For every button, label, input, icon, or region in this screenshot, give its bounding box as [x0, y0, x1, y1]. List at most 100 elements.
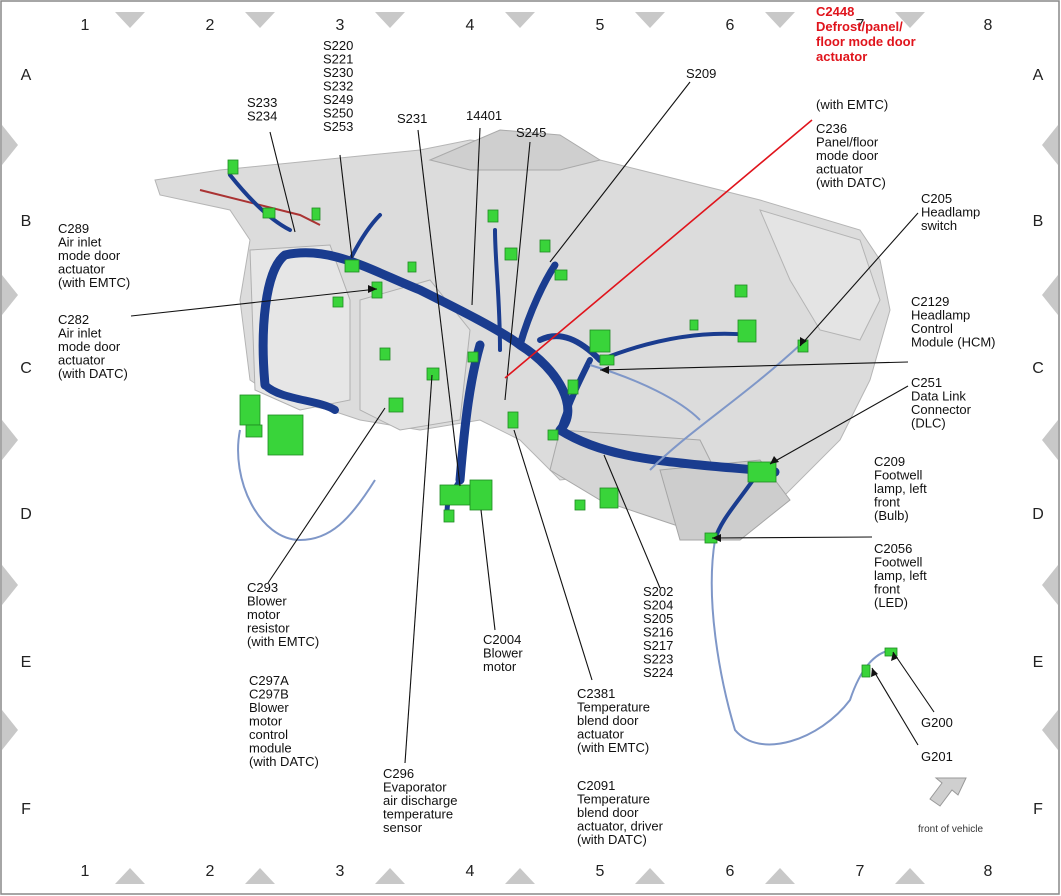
grid-col-5: 5 [596, 17, 605, 34]
grid-col-4: 4 [466, 17, 475, 34]
label-c2448-red-line: C2448 [816, 4, 854, 19]
label-c209-line: (Bulb) [874, 508, 909, 523]
label-c2056-line: front [874, 582, 900, 597]
label-c2056-line: (LED) [874, 595, 908, 610]
label-c282-line: Air inlet [58, 326, 102, 341]
label-s245-line: S245 [516, 125, 546, 140]
label-c2056-line: Footwell [874, 555, 923, 570]
label-c236-line: (with DATC) [816, 175, 886, 190]
label-c289-line: mode door [58, 248, 121, 263]
label-c209-line: front [874, 495, 900, 510]
label-c293-line: Blower [247, 594, 287, 609]
label-c2004-line: C2004 [483, 632, 521, 647]
label-s220-line: S253 [323, 119, 353, 134]
label-s220-line: S232 [323, 79, 353, 94]
label-c282-line: actuator [58, 353, 106, 368]
label-c282-line: mode door [58, 339, 121, 354]
label-c296-line: sensor [383, 820, 423, 835]
label-c293-line: motor [247, 607, 281, 622]
grid-col-3: 3 [336, 17, 345, 34]
grid-col-1: 1 [81, 17, 90, 34]
label-s202-line: S204 [643, 598, 673, 613]
grid-row-A: A [21, 67, 32, 84]
label-c296-line: Evaporator [383, 780, 447, 795]
grid-row-F: F [1033, 801, 1043, 818]
label-c2381-line: Temperature [577, 700, 650, 715]
grid-row-B: B [1033, 213, 1044, 230]
grid-col-3: 3 [336, 863, 345, 880]
grid-markers [2, 12, 1058, 884]
label-c209-line: Footwell [874, 468, 923, 483]
label-s202-line: S202 [643, 584, 673, 599]
label-c205-line: Headlamp [921, 205, 980, 220]
label-c289-line: Air inlet [58, 235, 102, 250]
grid-col-1: 1 [81, 863, 90, 880]
label-c2448-red-line: actuator [816, 49, 867, 64]
red-leader-line [504, 119, 813, 379]
label-s231-line: S231 [397, 111, 427, 126]
label-c205-line: switch [921, 218, 957, 233]
label-c293-line: C293 [247, 580, 278, 595]
label-c2129-line: Control [911, 321, 953, 336]
label-c2004-line: motor [483, 659, 517, 674]
callout-labels: S233S234S220S221S230S232S249S250S253S231… [58, 4, 996, 847]
label-c209-line: lamp, left [874, 481, 927, 496]
label-s220-line: S249 [323, 92, 353, 107]
label-c2091-line: C2091 [577, 778, 615, 793]
label-s202-line: S217 [643, 638, 673, 653]
label-c236-line: C236 [816, 121, 847, 136]
label-c2129-line: Module (HCM) [911, 335, 996, 350]
label-c293-line: (with EMTC) [247, 634, 319, 649]
front-arrow-icon [929, 777, 967, 807]
grid-col-7: 7 [856, 863, 865, 880]
label-s202-line: S205 [643, 611, 673, 626]
label-c296-line: C296 [383, 766, 414, 781]
label-c2056-line: lamp, left [874, 568, 927, 583]
label-c282-line: (with DATC) [58, 366, 128, 381]
grid-row-C: C [20, 360, 32, 377]
label-c251-line: (DLC) [911, 416, 946, 431]
label-c2091-line: actuator, driver [577, 819, 664, 834]
grid-col-2: 2 [206, 863, 215, 880]
grid-row-B: B [21, 213, 32, 230]
label-s202-line: S223 [643, 652, 673, 667]
grid-col-8: 8 [984, 863, 993, 880]
label-s220-line: S220 [323, 38, 353, 53]
label-c2381-line: (with EMTC) [577, 740, 649, 755]
label-c297-line: motor [249, 714, 283, 729]
label-c2091-line: Temperature [577, 792, 650, 807]
label-c2129-line: C2129 [911, 294, 949, 309]
label-c297-line: C297A [249, 673, 289, 688]
label-c236-line: mode door [816, 148, 879, 163]
grid-col-4: 4 [466, 863, 475, 880]
grid-row-C: C [1032, 360, 1044, 377]
grid-col-6: 6 [726, 17, 735, 34]
label-c251-line: Data Link [911, 389, 966, 404]
label-c236-line: actuator [816, 162, 864, 177]
label-s233-line: S233 [247, 95, 277, 110]
label-c2129-line: Headlamp [911, 308, 970, 323]
label-s220-line: S250 [323, 106, 353, 121]
label-g201-line: G201 [921, 749, 953, 764]
label-s202-line: S224 [643, 665, 673, 680]
grid-col-5: 5 [596, 863, 605, 880]
grid-row-E: E [1033, 654, 1044, 671]
label-c236-line: Panel/floor [816, 135, 879, 150]
label-g200-line: G200 [921, 715, 953, 730]
label-c2091-line: (with DATC) [577, 832, 647, 847]
grid-row-E: E [21, 654, 32, 671]
label-c205-line: C205 [921, 191, 952, 206]
grid-col-7: 7 [856, 17, 865, 34]
label-c2056-line: C2056 [874, 541, 912, 556]
label-c289-line: actuator [58, 262, 106, 277]
label-n14401-line: 14401 [466, 108, 502, 123]
label-c282-line: C282 [58, 312, 89, 327]
label-s220-line: S221 [323, 52, 353, 67]
label-c289-line: (with EMTC) [58, 275, 130, 290]
label-c297-line: (with DATC) [249, 754, 319, 769]
